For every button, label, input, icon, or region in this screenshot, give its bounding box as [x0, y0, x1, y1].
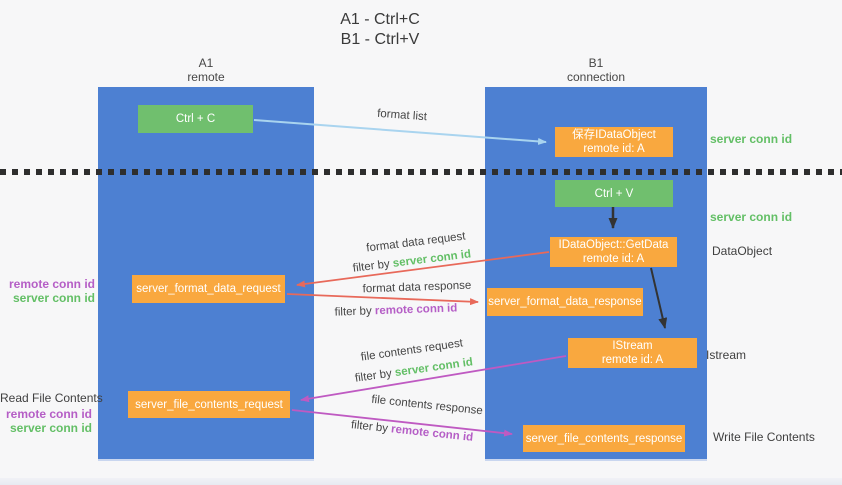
title-line-2: B1 - Ctrl+V [340, 31, 420, 48]
right-label-server-conn-id-top: server conn id [710, 132, 793, 146]
node-server-format-data-response-label: server_format_data_response [488, 296, 642, 308]
right-label-istream: Istream [706, 348, 747, 362]
node-save-idataobject: 保存IDataObject remote id: A [555, 127, 673, 157]
left-label-read-file-contents: Read File Contents [0, 391, 103, 405]
left-label-server-conn-id-bottom: server conn id [9, 421, 92, 435]
column-header-b1: B1 connection [485, 56, 707, 84]
column-header-a1: A1 remote [98, 56, 314, 84]
node-save-idataobject-line1: 保存IDataObject [572, 129, 656, 141]
filter-by-text: filter by [334, 305, 376, 319]
node-server-file-contents-request: server_file_contents_request [128, 391, 290, 418]
right-label-server-conn-id-mid: server conn id [710, 210, 793, 224]
edge-label-file-contents-response-text: file contents response [370, 393, 484, 418]
left-label-server-conn-id-top: server conn id [12, 291, 95, 305]
node-server-format-data-request: server_format_data_request [132, 275, 285, 303]
node-server-file-contents-response-label: server_file_contents_response [525, 432, 683, 445]
node-ctrl-v: Ctrl + V [555, 180, 673, 207]
node-server-format-data-request-label: server_format_data_request [136, 283, 281, 295]
edge-label-format-data-response-filter: filter by remote conn id [334, 302, 457, 319]
diagram-title: A1 - Ctrl+C B1 - Ctrl+V [280, 10, 480, 50]
edge-label-file-contents-response: file contents response [371, 394, 484, 419]
edge-label-format-list: format list [377, 108, 428, 124]
node-ctrl-c: Ctrl + C [138, 105, 253, 133]
node-idataobject-getdata-line2: remote id: A [582, 253, 645, 265]
column-b1-name: B1 [588, 56, 604, 70]
node-server-file-contents-request-label: server_file_contents_request [135, 398, 283, 411]
node-idataobject-getdata-line1: IDataObject::GetData [558, 239, 669, 251]
node-istream-line1: IStream [612, 340, 653, 352]
node-idataobject-getdata: IDataObject::GetData remote id: A [550, 237, 677, 267]
filter-by-text: filter by [352, 257, 394, 275]
node-ctrl-c-label: Ctrl + C [175, 113, 216, 125]
server-conn-id-text: server conn id [394, 356, 474, 380]
node-istream: IStream remote id: A [568, 338, 697, 368]
node-ctrl-v-label: Ctrl + V [594, 187, 634, 200]
title-line-1: A1 - Ctrl+C [340, 11, 420, 28]
column-a1-subtitle: remote [187, 70, 225, 84]
window-bottom-edge [0, 478, 842, 485]
edge-label-file-contents-response-filter: filter by remote conn id [350, 419, 473, 445]
edge-label-format-list-text: format list [376, 107, 428, 124]
edge-label-format-data-response-text: format data response [362, 279, 472, 296]
node-server-format-data-response: server_format_data_response [487, 288, 643, 316]
node-server-file-contents-response: server_file_contents_response [523, 425, 685, 452]
edge-label-format-data-response: format data response [362, 280, 471, 297]
remote-conn-id-text: remote conn id [374, 302, 458, 318]
right-label-dataobject: DataObject [712, 244, 773, 258]
node-save-idataobject-line2: remote id: A [583, 143, 645, 155]
filter-by-text: filter by [354, 367, 396, 385]
phase-divider-dashed-line [0, 169, 842, 175]
left-label-remote-conn-id-bottom: remote conn id [5, 407, 92, 421]
server-conn-id-text: server conn id [392, 248, 472, 270]
column-b1-subtitle: connection [566, 70, 626, 84]
remote-conn-id-text: remote conn id [390, 423, 474, 444]
column-a1-name: A1 [198, 56, 214, 70]
left-label-remote-conn-id-top: remote conn id [8, 277, 95, 291]
filter-by-text: filter by [350, 419, 392, 436]
right-label-write-file-contents: Write File Contents [713, 430, 815, 444]
node-istream-line2: remote id: A [601, 354, 664, 366]
